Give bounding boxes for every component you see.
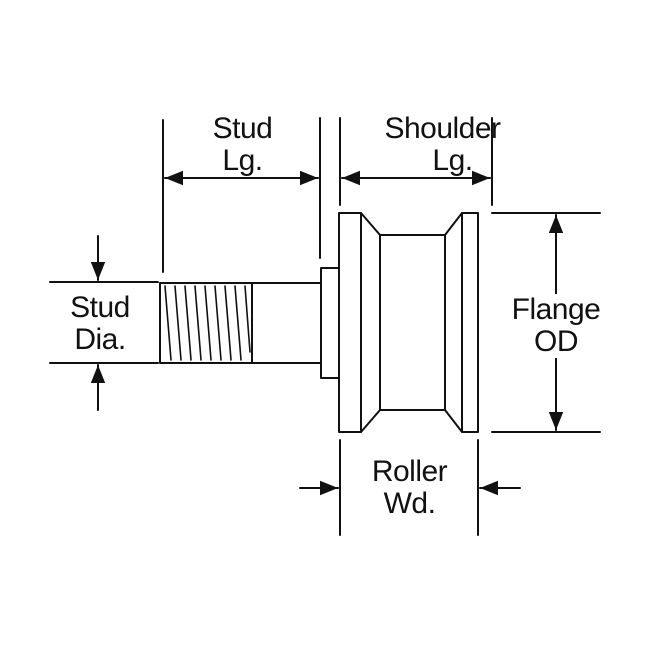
cam-follower-part	[159, 212, 479, 433]
stud-lg-line2: Lg.	[222, 144, 263, 177]
extension-lines	[49, 117, 601, 536]
stud-dia-label: Stud Dia.	[48, 292, 152, 356]
shoulder-lg-line2: Lg.	[432, 144, 473, 177]
left-flange	[338, 212, 362, 433]
shoulder-lg-label: Shoulder Lg.	[365, 113, 520, 177]
stud-threads	[164, 285, 251, 361]
roller-wd-label: Roller Wd.	[352, 456, 467, 520]
stud-lg-label: Stud Lg.	[185, 113, 300, 177]
shoulder-lg-line1: Shoulder	[384, 112, 501, 145]
flange-od-line2: OD	[534, 325, 579, 358]
roller-wd-line2: Wd.	[383, 487, 436, 520]
stud-lg-line1: Stud	[212, 112, 273, 145]
shoulder-washer	[320, 267, 340, 379]
right-taper	[444, 212, 463, 433]
stud-dia-line1: Stud	[70, 291, 130, 324]
roller-wd-line1: Roller	[371, 455, 448, 488]
left-taper	[360, 212, 381, 433]
stud-shank	[159, 282, 326, 364]
flange-od-label: Flange OD	[500, 294, 612, 358]
flange-od-line1: Flange	[511, 293, 601, 326]
roller-body	[379, 234, 446, 411]
stud-dia-line2: Dia.	[74, 323, 126, 356]
right-flange	[461, 212, 479, 433]
